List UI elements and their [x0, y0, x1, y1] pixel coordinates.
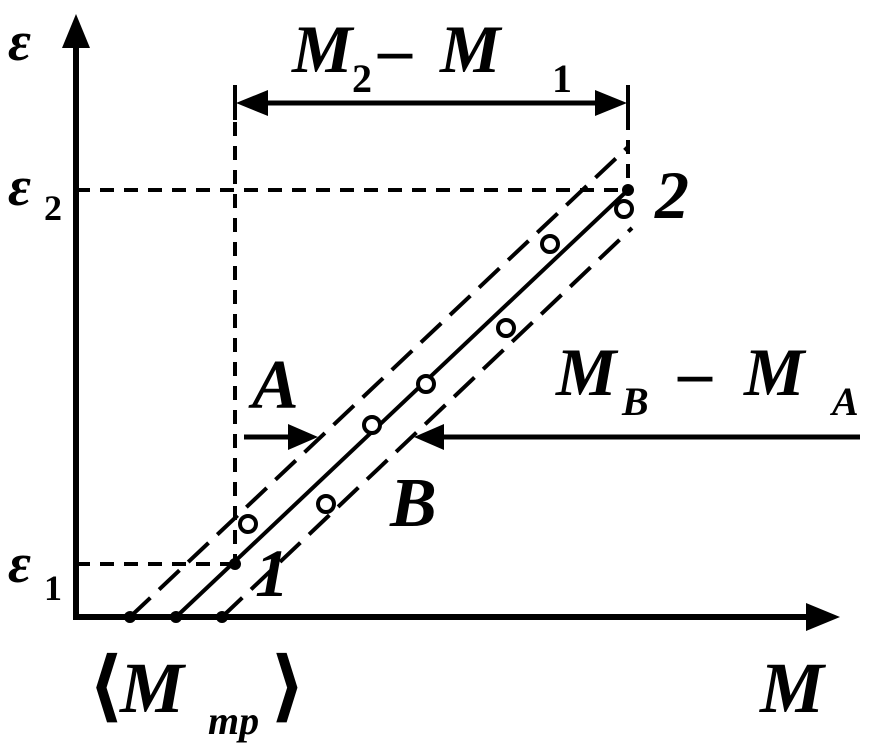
point-2-label: 2 [654, 157, 689, 233]
top-sub-a: 2 [352, 56, 372, 101]
mmp-close-bracket: ⟩ [270, 642, 306, 729]
measurement-point [614, 199, 634, 219]
lower-band-line [220, 226, 634, 619]
mb-sub-a: B [621, 379, 649, 424]
intercept-dot-center [170, 611, 182, 623]
y-axis-arrow-icon [62, 14, 90, 48]
m2-m1-left-arrow-icon [236, 90, 268, 116]
mb-sub-b: A [829, 379, 859, 424]
mb-m-a: M [555, 334, 619, 410]
top-sub-b: 1 [552, 56, 572, 101]
a-arrow-icon [288, 424, 318, 450]
mmp-subscript: mp [208, 698, 259, 743]
y-axis-label: ε [8, 11, 31, 73]
x-axis-label: M [759, 648, 827, 728]
top-m-b: M [439, 11, 503, 87]
eps2-subscript: 2 [44, 188, 62, 228]
measurement-point [496, 318, 516, 338]
mb-ma-arrow-icon [414, 424, 444, 450]
b-label: B [389, 465, 437, 542]
eps1-label: ε [8, 533, 31, 595]
mb-dash: – [677, 334, 713, 410]
mmp-m: M [119, 648, 187, 728]
measurement-point [238, 514, 258, 534]
intercept-dot-lower [216, 611, 228, 623]
point-2-dot [622, 184, 634, 196]
mb-m-b: M [743, 334, 807, 410]
m2-m1-right-arrow-icon [595, 90, 627, 116]
eps1-subscript: 1 [44, 568, 62, 608]
eps2-label: ε [8, 156, 31, 218]
point-1-label: 1 [255, 535, 289, 611]
measurement-point [540, 234, 560, 254]
measurement-point [316, 494, 336, 514]
mmp-open-bracket: ⟨ [88, 642, 124, 729]
top-m-a: M [291, 11, 355, 87]
measurement-point [362, 415, 382, 435]
top-dash: – [377, 11, 413, 87]
measurement-points [238, 199, 634, 534]
point-1-dot [229, 558, 241, 570]
regression-line [174, 188, 630, 619]
a-label: A [248, 347, 299, 424]
intercept-dot-upper [124, 611, 136, 623]
measurement-point [416, 374, 436, 394]
upper-band-line [128, 145, 630, 619]
x-axis-arrow-icon [806, 603, 840, 631]
